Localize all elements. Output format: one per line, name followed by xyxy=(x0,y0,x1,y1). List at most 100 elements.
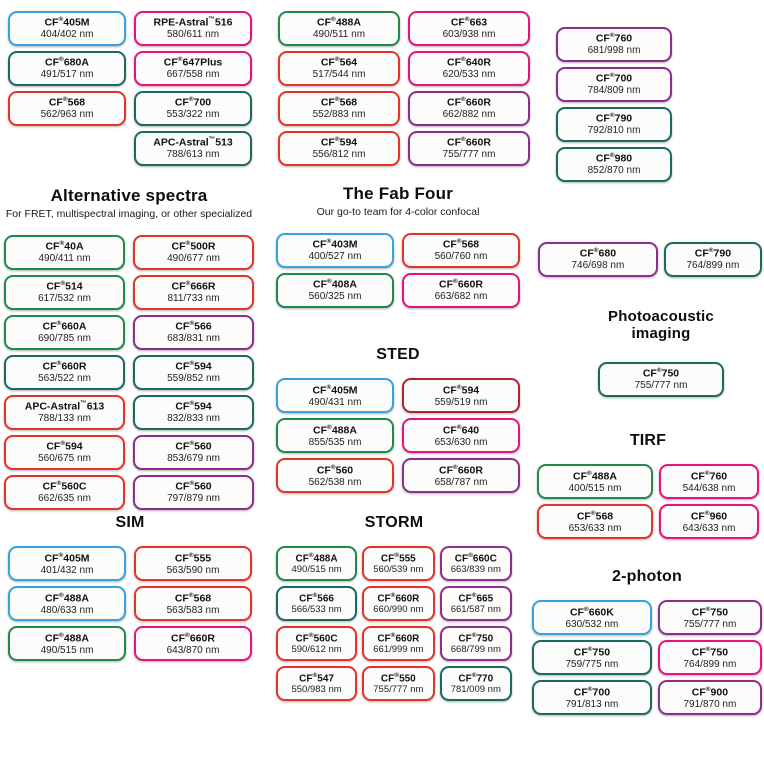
dye-wavelengths: 643/633 nm xyxy=(682,522,736,534)
sim-title: SIM xyxy=(115,514,145,531)
dye-name: CF®660A xyxy=(42,320,87,333)
dye-name: CF®560 xyxy=(316,463,354,477)
dye-name: CF®663 xyxy=(450,16,488,29)
dye-name: CF®488A xyxy=(573,469,617,483)
dye-wavelengths: 653/630 nm xyxy=(434,436,488,448)
dye-name: CF®566 xyxy=(299,591,334,605)
dye-name: CF®488A xyxy=(313,423,357,437)
dye-wavelengths: 404/402 nm xyxy=(40,29,94,41)
storm-title: STORM xyxy=(364,514,424,531)
dye-wavelengths: 480/633 nm xyxy=(40,604,94,616)
dye-name: CF®660K xyxy=(569,605,614,619)
dye-wavelengths: 755/777 nm xyxy=(442,149,496,161)
dye-wavelengths: 811/733 nm xyxy=(167,293,220,305)
dye-wavelengths: 580/611 nm xyxy=(166,29,220,41)
dye-wavelengths: 681/998 nm xyxy=(587,45,641,57)
dye-name: CF®560 xyxy=(175,480,212,493)
dye-name: CF®980 xyxy=(595,152,633,165)
dye-name: CF®770 xyxy=(458,671,494,685)
dye-wavelengths: 832/833 nm xyxy=(167,413,220,425)
dye-wavelengths: 791/870 nm xyxy=(683,698,737,710)
dye-name: CF®760 xyxy=(690,469,728,483)
dye-name: CF®900 xyxy=(691,685,729,699)
dye-wavelengths: 490/677 nm xyxy=(167,253,220,265)
dye-name: CF®660R xyxy=(171,631,215,645)
dye-name: CF®666R xyxy=(171,280,216,293)
dye-wavelengths: 788/133 nm xyxy=(38,413,91,425)
dye-wavelengths: 630/532 nm xyxy=(565,618,619,630)
dye-name: CF®560 xyxy=(175,440,212,453)
dye-name: CF®514 xyxy=(46,280,83,293)
dye-name: CF®568 xyxy=(320,96,358,109)
dye-wavelengths: 660/990 nm xyxy=(373,604,424,616)
dye-wavelengths: 661/587 nm xyxy=(450,604,501,616)
dye-name: CF®700 xyxy=(174,96,212,109)
dye-name: CF®488A xyxy=(45,591,89,605)
dye-name: CF®750 xyxy=(573,645,611,659)
dye-wavelengths: 590/612 nm xyxy=(291,644,342,656)
dye-wavelengths: 764/899 nm xyxy=(686,260,740,272)
dye-wavelengths: 781/009 nm xyxy=(450,684,501,696)
dye-wavelengths: 617/532 nm xyxy=(38,293,91,305)
dye-wavelengths: 690/785 nm xyxy=(38,333,91,345)
dye-name: CF®594 xyxy=(175,400,212,413)
dye-name: CF®660R xyxy=(447,96,491,109)
dye-wavelengths: 517/544 nm xyxy=(312,69,366,81)
dye-wavelengths: 658/787 nm xyxy=(434,476,488,488)
dye-name: CF®594 xyxy=(46,440,83,453)
dye-name: CF®566 xyxy=(175,320,212,333)
dye-name: CF®660R xyxy=(377,631,420,645)
dye-wavelengths: 661/999 nm xyxy=(373,644,424,656)
dye-name: CF®660R xyxy=(447,136,491,149)
dye-wavelengths: 792/810 nm xyxy=(587,125,641,137)
dye-wavelengths: 490/515 nm xyxy=(40,644,94,656)
dye-wavelengths: 853/679 nm xyxy=(167,453,220,465)
dye-wavelengths: 759/775 nm xyxy=(565,658,619,670)
dye-wavelengths: 563/583 nm xyxy=(166,604,220,616)
dye-name: CF®500R xyxy=(171,240,216,253)
dye-wavelengths: 563/522 nm xyxy=(38,373,91,385)
dye-name: CF®660R xyxy=(42,360,87,373)
twophoton-title: 2-photon xyxy=(611,568,683,585)
dye-name: CF®560C xyxy=(295,631,338,645)
dye-wavelengths: 683/831 nm xyxy=(167,333,220,345)
